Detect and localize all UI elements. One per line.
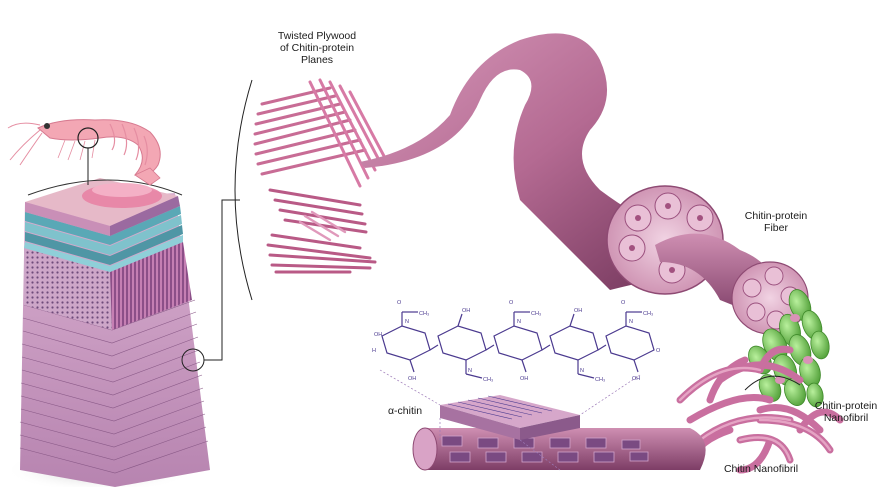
- label-fiber-line1: Chitin-protein: [731, 210, 821, 222]
- twisted-plywood: [255, 80, 385, 272]
- callout-lines: [182, 80, 252, 371]
- svg-text:OH: OH: [374, 332, 382, 338]
- svg-text:O: O: [621, 300, 626, 306]
- label-chitin-protein-nanofibril: Chitin-protein Nanofibril: [810, 400, 882, 424]
- label-twisted-plywood: Twisted Plywood of Chitin-protein Planes: [262, 30, 372, 66]
- label-plywood-line2: of Chitin-protein: [262, 42, 372, 54]
- svg-text:N: N: [468, 368, 472, 374]
- label-nanofibril-line1: Chitin-protein: [810, 400, 882, 412]
- svg-text:N: N: [580, 368, 584, 374]
- svg-text:N: N: [629, 319, 633, 325]
- svg-text:CH₃: CH₃: [643, 311, 653, 317]
- svg-text:N: N: [405, 319, 409, 325]
- label-chitin-protein-fiber: Chitin-protein Fiber: [731, 210, 821, 234]
- chitin-protein-fiber: [360, 33, 808, 334]
- label-chitin-nanofibril: Chitin Nanofibril: [706, 463, 816, 475]
- svg-text:O: O: [656, 348, 661, 354]
- chitin-rod: [413, 428, 706, 470]
- label-nanofibril-line2: Nanofibril: [810, 412, 882, 424]
- svg-text:CH₃: CH₃: [531, 311, 541, 317]
- svg-text:OH: OH: [520, 376, 528, 382]
- svg-text:N: N: [517, 319, 521, 325]
- label-alpha-chitin: α-chitin: [380, 405, 430, 417]
- svg-text:O: O: [509, 300, 514, 306]
- label-plywood-line3: Planes: [262, 54, 372, 66]
- label-plywood-line1: Twisted Plywood: [262, 30, 372, 42]
- svg-text:OH: OH: [462, 308, 470, 314]
- svg-text:H: H: [372, 348, 376, 354]
- svg-text:OH: OH: [408, 376, 416, 382]
- svg-text:CH₃: CH₃: [483, 377, 493, 383]
- shrimp-icon: [8, 120, 160, 185]
- svg-text:OH: OH: [632, 376, 640, 382]
- svg-text:O: O: [397, 300, 402, 306]
- svg-text:CH₃: CH₃: [595, 377, 605, 383]
- label-alpha-chitin-text: α-chitin: [380, 405, 430, 417]
- label-chitin-nanofibril-text: Chitin Nanofibril: [706, 463, 816, 475]
- cuticle-block: [5, 178, 210, 487]
- svg-text:OH: OH: [574, 308, 582, 314]
- svg-text:CH₃: CH₃: [419, 311, 429, 317]
- label-fiber-line2: Fiber: [731, 222, 821, 234]
